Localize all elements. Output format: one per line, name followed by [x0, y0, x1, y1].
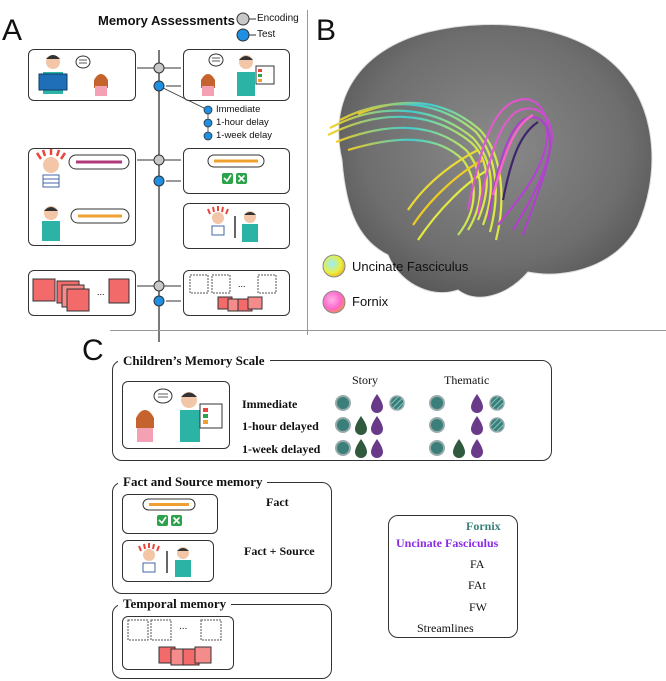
brain-legend-swatches — [322, 254, 346, 314]
fornix-legend-label: Fornix — [352, 294, 389, 309]
legend-fat-label: FAt — [468, 578, 486, 592]
metric-legend-box — [388, 515, 518, 638]
panel-label-a: A — [2, 14, 23, 47]
fact-label: Fact — [266, 495, 289, 509]
section-divider — [110, 330, 666, 331]
source-test-illustration — [207, 206, 258, 242]
legend-uncinate-label: Uncinate Fasciculus — [396, 536, 499, 550]
encoding-node — [153, 62, 165, 74]
cms-row-1hour: 1-hour delayed — [242, 419, 319, 433]
legend-encoding-label: Encoding — [257, 13, 299, 24]
fact-illustration — [142, 498, 196, 526]
cms-col-story: Story — [352, 373, 379, 387]
fact-encoding-box — [28, 148, 136, 246]
legend-test-label: Test — [257, 29, 276, 40]
temporal-title: Temporal memory — [118, 596, 232, 612]
delay-label-immediate: Immediate — [216, 104, 261, 115]
factsource-title: Fact and Source memory — [118, 474, 268, 490]
factsource-illustration-box — [122, 540, 214, 582]
encoding-test-legend — [236, 12, 256, 42]
fact-illustration-box — [122, 494, 218, 534]
cms-title: Children’s Memory Scale — [118, 353, 270, 369]
story-test-box — [183, 49, 290, 101]
storyteller-illustration — [38, 55, 108, 96]
svg-text:...: ... — [238, 279, 246, 289]
fact-test-illustration — [207, 154, 265, 184]
delay-label-1week: 1-week delay — [216, 130, 272, 141]
legend-fa-label: FA — [470, 557, 485, 571]
factsource-label: Fact + Source — [244, 544, 315, 558]
temporal-illustration — [127, 619, 222, 666]
cms-row-immediate: Immediate — [242, 397, 298, 411]
source-test-box — [183, 203, 290, 249]
uncinate-legend-label: Uncinate Fasciculus — [352, 259, 469, 274]
cms-illustration — [136, 388, 223, 442]
factsource-illustration — [138, 543, 191, 577]
temporal-encoding-illustration: ... — [32, 278, 130, 312]
temporal-test-illustration: ... — [189, 274, 277, 312]
panel-label-b: B — [316, 14, 337, 47]
legend-fornix-label: Fornix — [466, 519, 501, 533]
fact-test-box — [183, 148, 290, 194]
story-encoding-box — [28, 49, 136, 101]
temporal-illustration-box: ... — [122, 616, 234, 670]
temporal-ellipsis: ... — [179, 621, 188, 632]
encoding-node — [153, 154, 165, 166]
legend-streamlines-label: Streamlines — [417, 621, 474, 635]
panel-label-c: C — [82, 334, 104, 367]
delay-label-1hour: 1-hour delay — [216, 117, 269, 128]
svg-text:...: ... — [97, 287, 105, 297]
test-node — [153, 295, 165, 307]
uncinate-swatch-icon — [322, 254, 346, 278]
timeline-diagram — [137, 50, 213, 342]
fact-encoding-illustration — [35, 149, 130, 241]
cms-col-thematic: Thematic — [444, 373, 490, 387]
legend-fw-label: FW — [469, 600, 487, 614]
temporal-test-box: ... — [183, 270, 290, 316]
panel-divider — [307, 10, 308, 335]
cms-illustration-box — [122, 381, 230, 449]
test-node — [153, 80, 165, 92]
cms-row-1week: 1-week delayed — [242, 442, 321, 456]
brain-tractography-image — [327, 24, 653, 298]
fornix-swatch-icon — [322, 290, 346, 314]
temporal-encoding-box: ... — [28, 270, 136, 316]
test-illustration — [201, 53, 275, 96]
memory-assessments-title: Memory Assessments — [98, 13, 235, 28]
encoding-node — [153, 280, 165, 292]
test-node — [153, 175, 165, 187]
